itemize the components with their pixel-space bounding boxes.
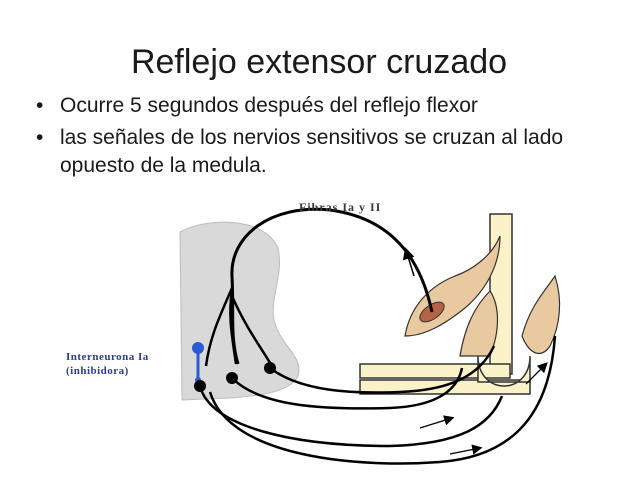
reflex-diagram-svg [179, 207, 561, 465]
label-interneuron-line2: (inhibidora) [66, 365, 129, 377]
efferent-arrow [525, 362, 548, 385]
bullet-text: Ocurre 5 segundos después del reflejo fl… [60, 94, 478, 117]
bullet-text: las señales de los nervios sensitivos se… [60, 126, 564, 177]
interneuron-soma [192, 342, 204, 354]
reflex-diagram: Fibras Ia y II Interneurona Ia (inhibido… [60, 196, 620, 479]
motor-fiber [269, 345, 496, 394]
spindle-arrow [402, 247, 415, 277]
muscle-middle [459, 290, 499, 357]
bullet-dot-icon: • [36, 94, 44, 117]
efferent-arrow [419, 415, 455, 429]
cord-branch [229, 289, 238, 365]
cord-branch [204, 287, 234, 367]
motor-fiber [231, 367, 464, 410]
bullet-list: • Ocurre 5 segundos después del reflejo … [36, 92, 626, 184]
cord-branch [230, 295, 274, 367]
motor-fiber [208, 335, 557, 465]
bullet-item: • las señales de los nervios sensitivos … [36, 124, 626, 180]
slide-title: Reflejo extensor cruzado [130, 43, 508, 81]
label-interneuron-line1: Interneurona Ia [66, 351, 149, 363]
label-interneuron: Interneurona Ia (inhibidora) [66, 350, 149, 378]
muscle-right [521, 274, 561, 354]
label-fibers: Fibras Ia y II [299, 200, 382, 214]
bullet-dot-icon: • [36, 126, 44, 149]
sensory-fiber [230, 207, 434, 365]
efferent-arrow [449, 444, 483, 455]
bullet-item: • Ocurre 5 segundos después del reflejo … [36, 92, 626, 120]
